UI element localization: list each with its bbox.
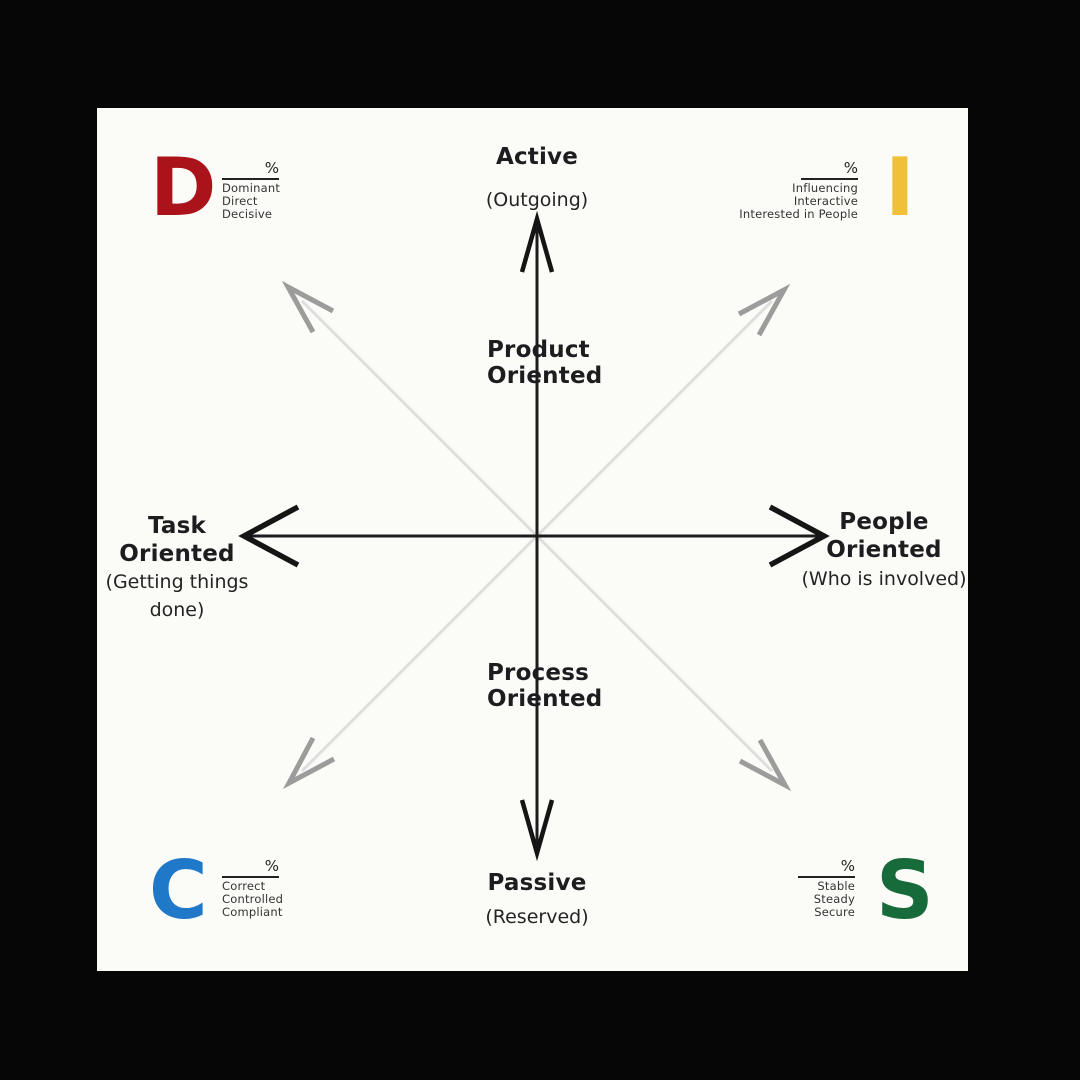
s-trait: Steady <box>813 891 855 906</box>
c-trait: Controlled <box>222 891 284 906</box>
s-percent-rule: % <box>798 857 855 878</box>
c-trait: Correct <box>222 879 266 893</box>
getting-things-done-label: (Getting things done) <box>97 568 257 624</box>
c-traits-list: Correct Controlled Compliant <box>222 880 283 918</box>
i-percent-sign: % <box>843 159 858 177</box>
c-trait: Compliant <box>222 904 283 919</box>
product-oriented-label: Product Oriented <box>487 337 602 389</box>
done-line: done) <box>149 599 205 621</box>
process-oriented-label: Process Oriented <box>487 660 602 712</box>
outgoing-label: (Outgoing) <box>485 189 589 211</box>
axes-artwork <box>238 210 830 862</box>
process-oriented-line1: Process <box>487 660 590 686</box>
up-arrowhead-icon <box>519 210 555 273</box>
diagonal-arrowhead-bottom-left-icon <box>282 736 336 790</box>
down-arrowhead-icon <box>519 799 555 862</box>
who-is-involved-label: (Who is involved) <box>801 568 967 590</box>
i-trait: Interested in People <box>739 206 858 221</box>
d-percent-rule: % <box>222 159 279 180</box>
getting-things-line: (Getting things <box>105 571 249 593</box>
d-trait: Dominant <box>222 181 281 195</box>
active-label: Active <box>495 144 579 170</box>
diagonal-arrowhead-bottom-right-icon <box>738 738 792 792</box>
i-traits-list: Influencing Interactive Interested in Pe… <box>667 182 858 220</box>
letter-s: S <box>876 844 934 937</box>
reserved-label: (Reserved) <box>485 906 589 928</box>
letter-i: I <box>885 141 915 234</box>
i-trait: Interactive <box>793 193 858 208</box>
s-percent-sign: % <box>840 857 855 875</box>
people-label-line1: People <box>839 509 929 535</box>
process-oriented-line2: Oriented <box>487 686 603 712</box>
letter-c: C <box>149 844 208 937</box>
people-label-line2: Oriented <box>826 537 942 563</box>
d-trait: Direct <box>222 193 258 208</box>
c-percent-rule: % <box>222 857 279 878</box>
d-percent-sign: % <box>264 159 279 177</box>
s-trait: Stable <box>817 879 855 893</box>
people-oriented-label: People Oriented <box>799 508 969 564</box>
letter-d: D <box>150 141 217 234</box>
left-arrowhead-icon <box>238 504 300 568</box>
disc-diagram-card: Active (Outgoing) Product Oriented Proce… <box>97 108 968 971</box>
task-oriented-label: Task Oriented <box>97 512 257 568</box>
d-traits-list: Dominant Direct Decisive <box>222 182 280 220</box>
product-oriented-line2: Oriented <box>487 363 603 389</box>
product-oriented-line1: Product <box>487 337 590 363</box>
c-percent-sign: % <box>264 857 279 875</box>
passive-label: Passive <box>487 870 587 896</box>
s-trait: Secure <box>814 904 855 919</box>
s-traits-list: Stable Steady Secure <box>664 880 855 918</box>
i-trait: Influencing <box>792 181 858 195</box>
right-arrowhead-icon <box>768 504 830 568</box>
task-label-line2: Oriented <box>119 541 235 567</box>
diagonal-arrowhead-top-right-icon <box>737 283 791 337</box>
d-trait: Decisive <box>222 206 273 221</box>
diagonal-arrowhead-top-left-icon <box>281 280 335 334</box>
task-label-line1: Task <box>147 513 207 539</box>
i-percent-rule: % <box>801 159 858 180</box>
